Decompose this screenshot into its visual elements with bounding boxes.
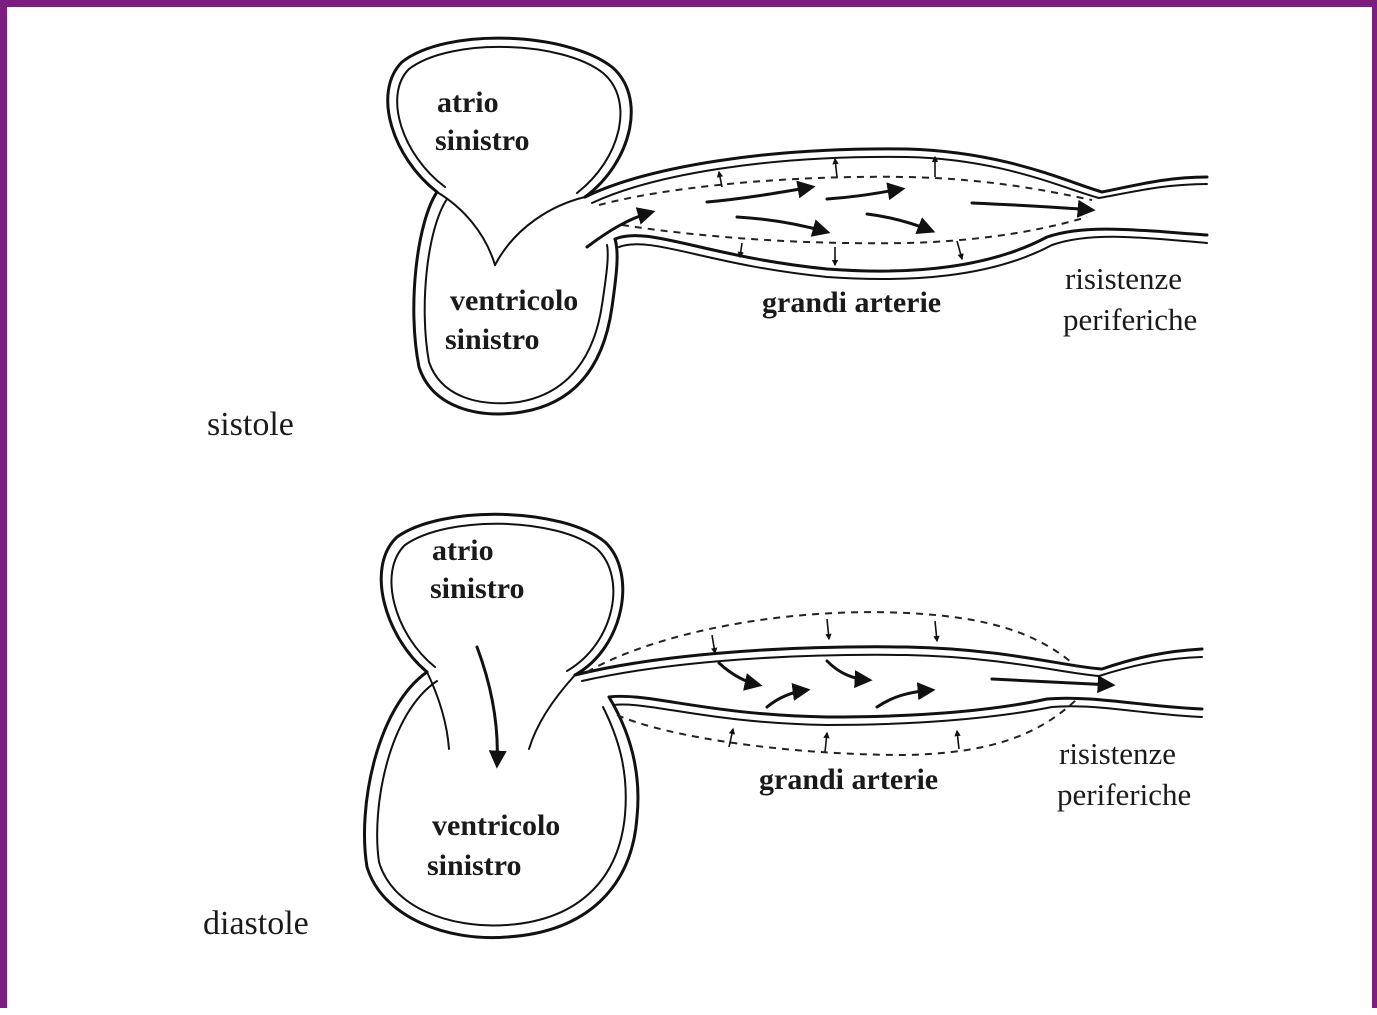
diastole-mitral-leaflet-left	[427, 672, 449, 749]
diastole-mitral-leaflet-right	[529, 675, 575, 749]
diastole-resistance-label-1: risistenze	[1059, 736, 1176, 771]
systole-atrium-label-2: sinistro	[435, 124, 529, 157]
systole-panel: atrio sinistro ventricolo sinistro grand…	[207, 38, 1207, 443]
systole-ventricle-label-1: ventricolo	[450, 284, 578, 317]
systole-resistance-label-1: risistenze	[1065, 261, 1182, 296]
diastole-arteries-label: grandi arterie	[759, 763, 938, 796]
diastole-phase-label: diastole	[203, 905, 309, 942]
diastole-ventricle-label-2: sinistro	[427, 849, 521, 882]
systole-phase-label: sistole	[207, 406, 294, 443]
diastole-resistance-label-2: periferiche	[1057, 777, 1191, 812]
systole-left-atrium	[388, 38, 631, 197]
diastole-panel: atrio sinistro ventricolo sinistro grand…	[203, 514, 1202, 942]
systole-arteries-label: grandi arterie	[762, 286, 941, 319]
diastole-filling-arrow	[477, 647, 497, 765]
systole-atrium-label-1: atrio	[437, 86, 499, 119]
systole-mitral-leaflet-right	[495, 197, 585, 265]
systole-ventricle-label-2: sinistro	[445, 323, 539, 356]
diastole-great-arteries	[575, 612, 1202, 755]
diastole-atrium-label-1: atrio	[432, 534, 494, 567]
diastole-ventricle-label-1: ventricolo	[432, 809, 560, 842]
systole-great-arteries	[585, 149, 1207, 279]
diastole-atrium-label-2: sinistro	[430, 572, 524, 605]
systole-resistance-label-2: periferiche	[1063, 302, 1197, 337]
diastole-left-ventricle	[365, 672, 638, 938]
heart-arteries-diagram: atrio sinistro ventricolo sinistro grand…	[7, 7, 1377, 1015]
